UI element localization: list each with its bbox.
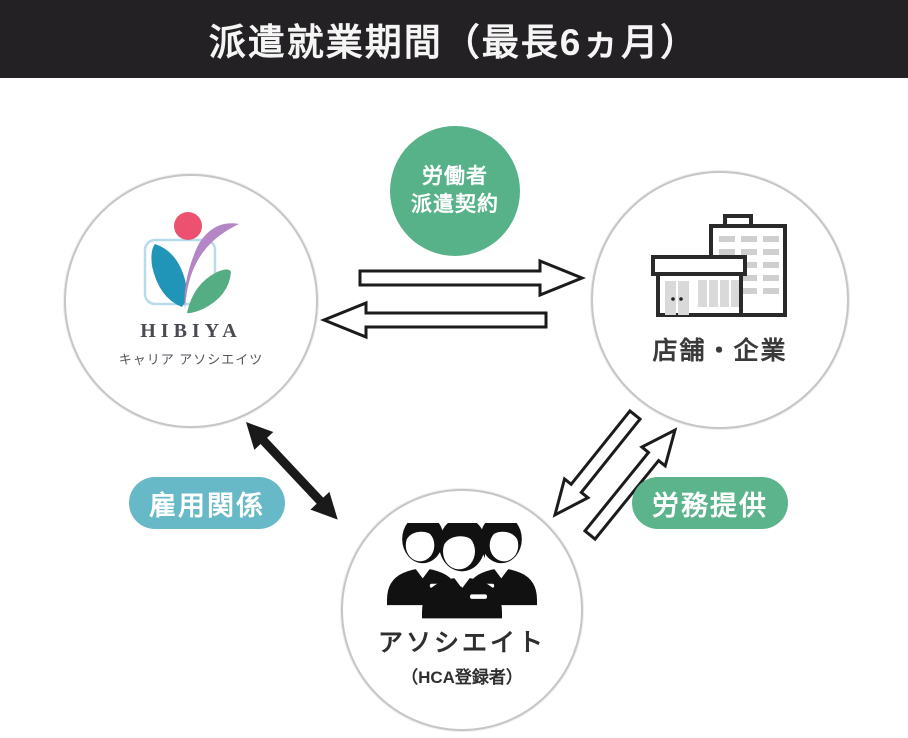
hibiya-flower-logo-svg bbox=[143, 212, 239, 314]
labor-provision-pill: 労務提供 bbox=[632, 477, 788, 529]
agency-node: HIBIYA キャリア アソシエイツ bbox=[64, 174, 318, 428]
contract-badge-line2: 派遣契約 bbox=[411, 193, 499, 216]
arrow-company-to-agency-icon bbox=[320, 300, 548, 340]
labor-pill-label: 労務提供 bbox=[652, 490, 768, 521]
associate-label: アソシエイト bbox=[377, 629, 546, 657]
buildings-icon-svg bbox=[651, 214, 787, 317]
associate-node: アソシエイト （HCA登録者） bbox=[341, 489, 583, 731]
arrows-company-associate-icon bbox=[552, 408, 678, 542]
worker-dispatch-contract-badge: 労働者 派遣契約 bbox=[390, 126, 520, 256]
agency-brand-name: HIBIYA bbox=[140, 320, 242, 342]
title-bar: 派遣就業期間（最長6ヵ月） bbox=[0, 0, 908, 78]
double-arrow-agency-associate-icon bbox=[246, 422, 338, 520]
page-title: 派遣就業期間（最長6ヵ月） bbox=[208, 22, 700, 63]
buildings-icon bbox=[651, 213, 789, 319]
arrow-company-to-associate-icon bbox=[552, 408, 643, 518]
employment-relation-pill: 雇用関係 bbox=[129, 477, 285, 529]
contract-badge-line1: 労働者 bbox=[422, 164, 488, 188]
arrow-agency-to-company-icon bbox=[358, 258, 586, 298]
employment-pill-label: 雇用関係 bbox=[149, 490, 265, 521]
arrow-associate-to-company-icon bbox=[582, 427, 678, 542]
people-group-icon-svg bbox=[387, 523, 537, 619]
agency-brand-subname: キャリア アソシエイツ bbox=[118, 352, 264, 367]
hibiya-flower-logo-icon bbox=[135, 210, 247, 316]
associate-sublabel: （HCA登録者） bbox=[401, 668, 523, 687]
people-group-icon bbox=[382, 523, 542, 623]
company-node: 店舗・企業 bbox=[591, 171, 849, 429]
company-label: 店舗・企業 bbox=[652, 337, 788, 365]
